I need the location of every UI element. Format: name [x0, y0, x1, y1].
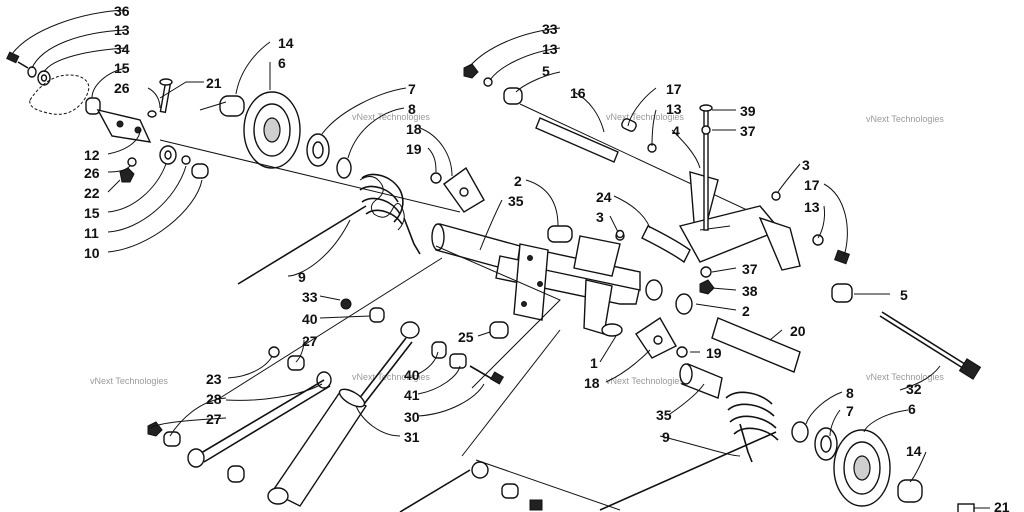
callout-label: 41: [404, 387, 420, 403]
shock-absorber: [267, 298, 509, 507]
callout-label: 11: [84, 225, 99, 241]
callout-label: 37: [742, 261, 758, 277]
callout-label: 3: [802, 157, 810, 173]
callout-label: 40: [404, 367, 420, 383]
watermark: vNext Technologies: [352, 372, 430, 382]
long-bolt: [831, 283, 982, 380]
callout-label: 17: [804, 177, 820, 193]
callout-label: 2: [514, 173, 522, 189]
callout-label: 17: [666, 81, 682, 97]
callout-label: 9: [662, 429, 670, 445]
callout-label: 28: [206, 391, 222, 407]
callout-label: 20: [790, 323, 806, 339]
callout-label: 38: [742, 283, 758, 299]
callout-label: 16: [570, 85, 586, 101]
callout-label: 9: [298, 269, 306, 285]
callout-label: 13: [804, 199, 820, 215]
callout-label: 14: [906, 443, 922, 459]
callout-label: 27: [302, 333, 318, 349]
callout-label: 8: [846, 385, 854, 401]
watermark: vNext Technologies: [866, 372, 944, 382]
callout-label: 39: [740, 103, 756, 119]
callout-label: 13: [666, 101, 682, 117]
left-torsion-spring: [237, 173, 421, 285]
callout-label: 13: [542, 41, 558, 57]
callout-label: 40: [302, 311, 318, 327]
callout-label: 1: [590, 355, 598, 371]
pivot-arm-assembly: [495, 225, 663, 337]
callout-label: 23: [206, 371, 222, 387]
callout-label: 19: [406, 141, 422, 157]
callout-label: 2: [742, 303, 750, 319]
callout-label: 33: [302, 289, 318, 305]
right-torsion-spring: [599, 391, 779, 511]
callout-label: 5: [900, 287, 908, 303]
callout-labels: 36 13 34 15 26 21 14 6 7 8 18 19 33 13 5…: [84, 3, 1010, 512]
reference-lines: [199, 101, 621, 511]
callout-label: 5: [542, 63, 550, 79]
watermarks: vNext Technologies vNext Technologies vN…: [90, 112, 944, 386]
triangle-plates: [430, 166, 688, 359]
callout-label: 4: [672, 123, 680, 139]
callout-label: 35: [508, 193, 524, 209]
callout-label: 15: [84, 205, 100, 221]
watermark: vNext Technologies: [606, 112, 684, 122]
callout-label: 26: [114, 80, 130, 96]
callout-label: 19: [706, 345, 722, 361]
callout-label: 3: [596, 209, 604, 225]
callout-label: 21: [206, 75, 222, 91]
callout-label: 30: [404, 409, 420, 425]
callout-label: 7: [846, 403, 854, 419]
callout-label: 7: [408, 81, 416, 97]
callout-label: 6: [908, 401, 916, 417]
leader-lines: [11, 9, 990, 509]
callout-label: 35: [656, 407, 672, 423]
right-idler-wheel: [791, 421, 975, 512]
callout-label: 21: [994, 499, 1010, 512]
callout-label: 27: [206, 411, 222, 427]
watermark: vNext Technologies: [866, 114, 944, 124]
callout-label: 13: [114, 22, 130, 38]
callout-label: 26: [84, 165, 100, 181]
callout-label: 33: [542, 21, 558, 37]
callout-label: 10: [84, 245, 100, 261]
callout-label: 36: [114, 3, 130, 19]
callout-label: 8: [408, 101, 416, 117]
callout-label: 31: [404, 429, 420, 445]
upper-right-shaft: [463, 63, 850, 295]
callout-label: 34: [114, 41, 130, 57]
callout-label: 25: [458, 329, 474, 345]
watermark: vNext Technologies: [606, 376, 684, 386]
callout-label: 22: [84, 185, 100, 201]
watermark: vNext Technologies: [90, 376, 168, 386]
callout-label: 14: [278, 35, 294, 51]
callout-label: 37: [740, 123, 756, 139]
lower-left-linkage: [147, 346, 543, 512]
lower-right-tube: [675, 293, 801, 399]
callout-label: 24: [596, 189, 612, 205]
callout-label: 32: [906, 381, 922, 397]
callout-label: 15: [114, 60, 130, 76]
callout-label: 18: [406, 121, 422, 137]
upper-left-pivot-hardware: [6, 51, 209, 183]
callout-label: 18: [584, 375, 600, 391]
callout-label: 12: [84, 147, 100, 163]
watermark: vNext Technologies: [352, 112, 430, 122]
callout-label: 6: [278, 55, 286, 71]
left-idler-wheel: [219, 91, 352, 179]
